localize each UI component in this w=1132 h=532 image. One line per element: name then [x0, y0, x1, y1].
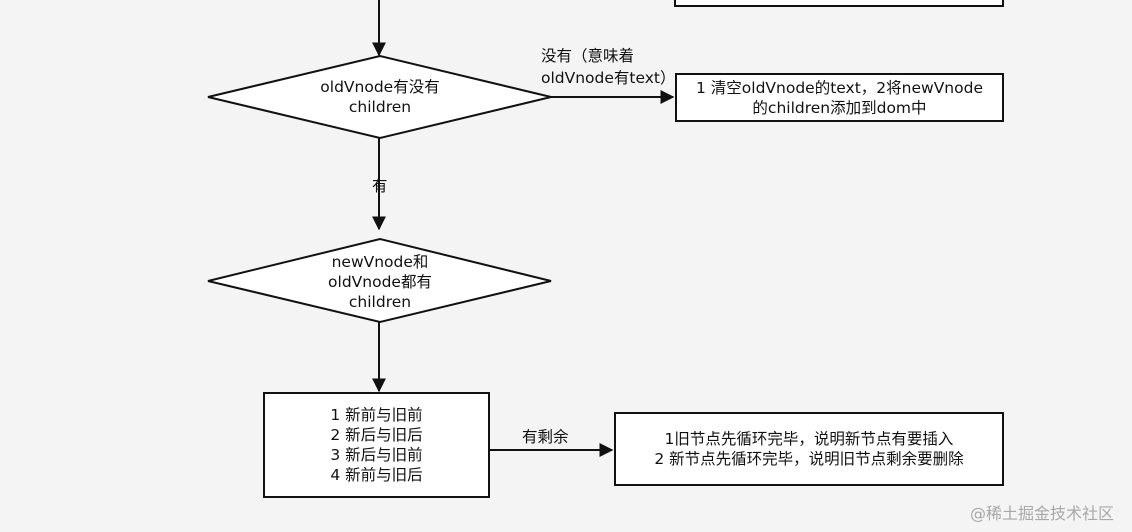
edge-label-has: 有 — [372, 177, 388, 195]
top-box-partial — [674, 0, 1004, 7]
box-no-children: 1 清空oldVnode的text，2将newVnode 的children添加… — [675, 73, 1004, 122]
box-remaining: 1旧节点先循环完毕，说明新节点有要插入 2 新节点先循环完毕，说明旧节点剩余要删… — [614, 412, 1004, 486]
decision-children-text: oldVnode有没有 children — [320, 78, 440, 116]
box-compare-rules: 1 新前与旧前 2 新后与旧后 3 新后与旧前 4 新前与旧后 — [263, 392, 490, 498]
decision-both-children-diamond — [207, 237, 552, 324]
edge-label-remaining: 有剩余 — [522, 428, 569, 446]
decision-both-children-text: newVnode和 oldVnode都有 children — [328, 253, 432, 311]
watermark-text: @稀土掘金技术社区 — [969, 504, 1114, 523]
edge-label-no-children: 没有（意味着 oldVnode有text） — [541, 47, 676, 87]
